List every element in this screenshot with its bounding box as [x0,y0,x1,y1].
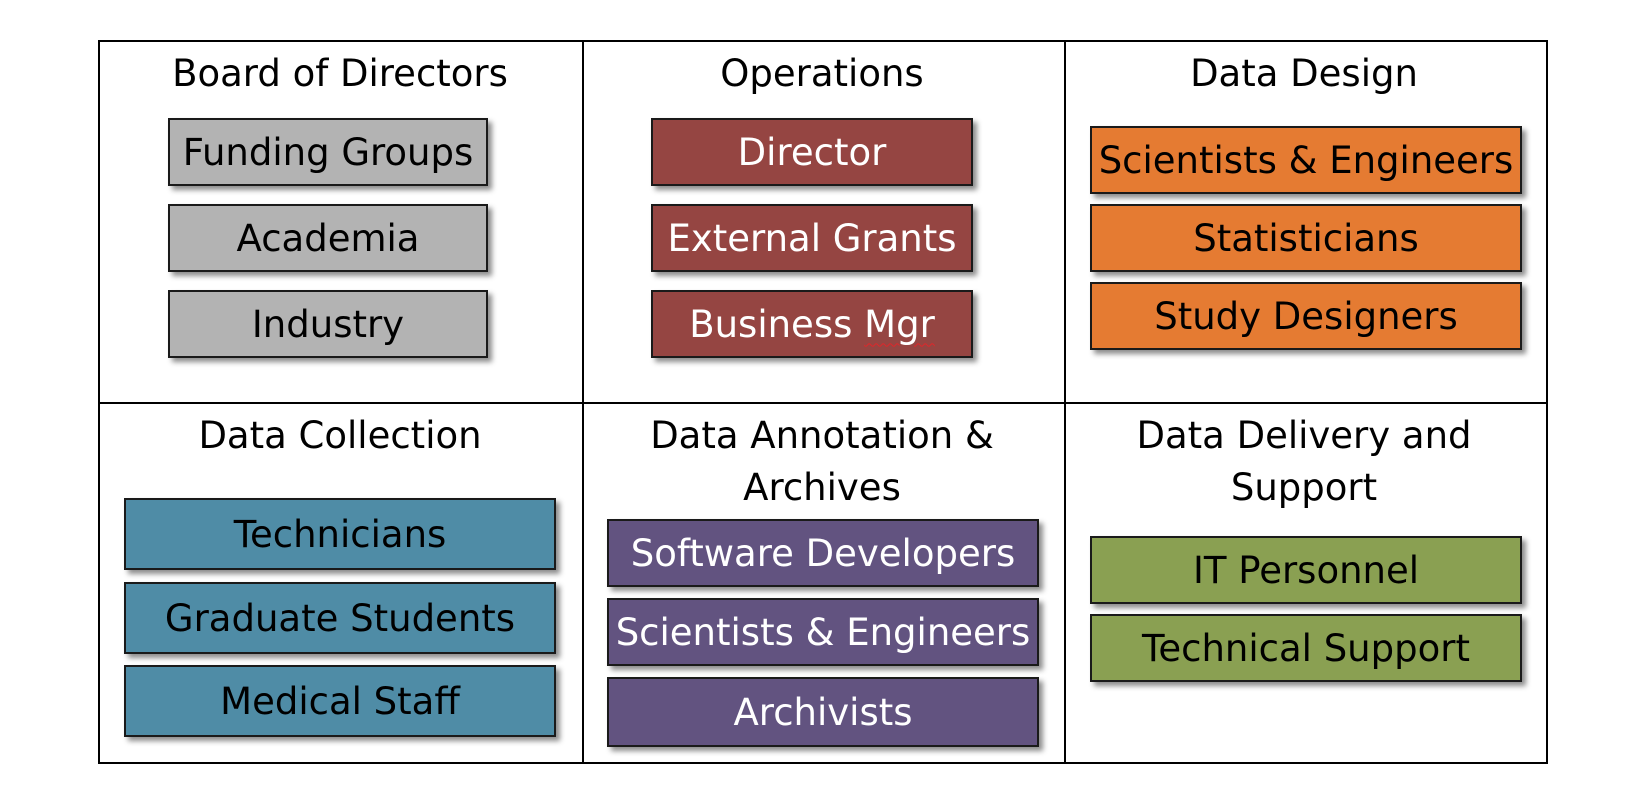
delivery-title-line1: Data Delivery and [1136,414,1472,457]
collection-title: Data Collection [198,414,482,457]
board-item-academia: Academia [168,204,488,272]
design-item-statisticians: Statisticians [1090,204,1522,272]
board-item-funding-groups: Funding Groups [168,118,488,186]
operations-title: Operations [720,52,924,95]
annotation-item-software-developers: Software Developers [607,519,1039,587]
row-divider [100,402,1546,404]
board-title: Board of Directors [172,52,508,95]
annotation-title-line2: Archives [743,466,901,509]
collection-item-technicians: Technicians [124,498,556,570]
board-item-industry: Industry [168,290,488,358]
design-item-study-designers: Study Designers [1090,282,1522,350]
org-grid [98,40,1548,764]
annotation-item-scientists-engineers: Scientists & Engineers [607,598,1039,666]
operations-item-business-mgr: Business Mgr [651,290,973,358]
operations-item-director: Director [651,118,973,186]
annotation-title-line1: Data Annotation & [650,414,994,457]
mgr-label: Mgr [864,302,935,346]
delivery-item-technical-support: Technical Support [1090,614,1522,682]
design-item-scientists-engineers: Scientists & Engineers [1090,126,1522,194]
design-title: Data Design [1190,52,1418,95]
delivery-item-it-personnel: IT Personnel [1090,536,1522,604]
collection-item-medical-staff: Medical Staff [124,665,556,737]
collection-item-graduate-students: Graduate Students [124,582,556,654]
delivery-title-line2: Support [1230,466,1378,509]
annotation-item-archivists: Archivists [607,677,1039,747]
business-label: Business [689,302,853,346]
operations-item-external-grants: External Grants [651,204,973,272]
